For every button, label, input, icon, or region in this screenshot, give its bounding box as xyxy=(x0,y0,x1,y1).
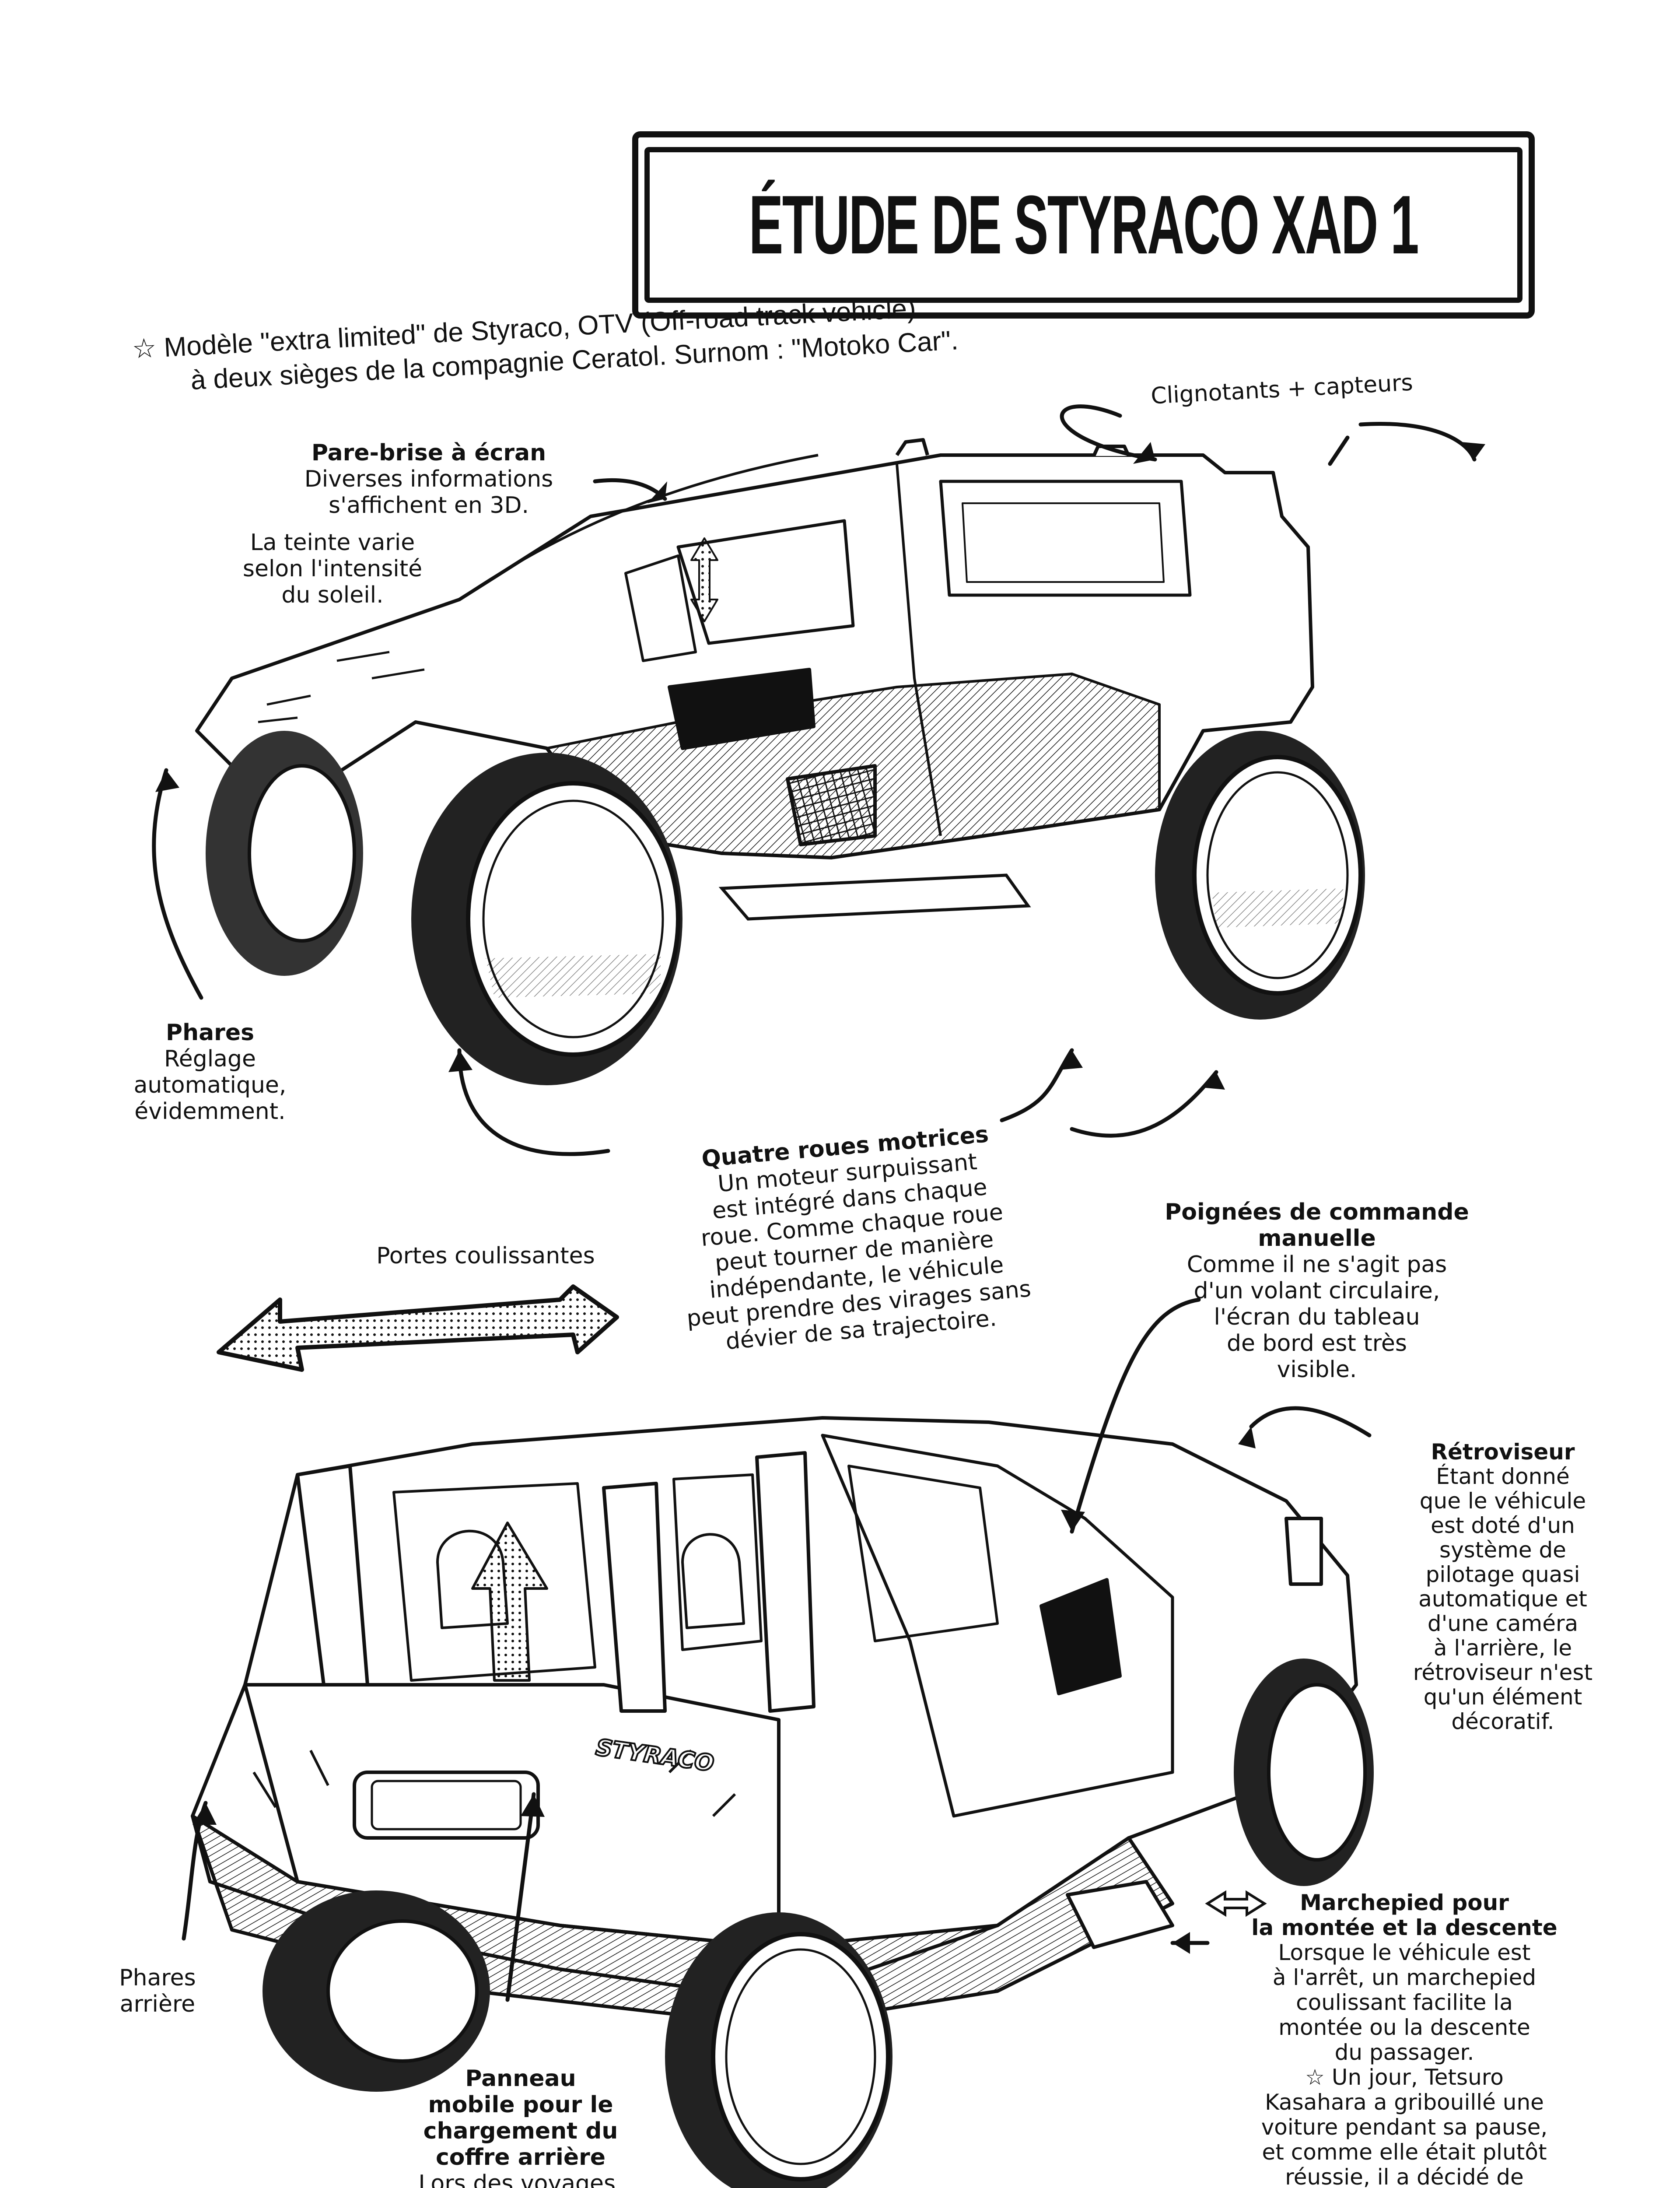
marchepied-line: du passager. xyxy=(1334,2040,1474,2065)
arrow-panneau xyxy=(505,1792,536,2002)
anecdote-line: et comme elle était plutôt xyxy=(1262,2139,1547,2165)
arrow-poignees xyxy=(1070,1297,1201,1534)
step-double-arrow-icon xyxy=(1205,1890,1267,1917)
arrow-clignotant-2 xyxy=(1358,421,1477,462)
arrow-roues-1 xyxy=(457,1048,610,1156)
anecdote-line: Un jour, Tetsuro xyxy=(1331,2065,1504,2090)
poignees-line: Comme il ne s'agit pas xyxy=(1186,1252,1447,1278)
anecdote-first-line: ☆ Un jour, Tetsuro xyxy=(1208,2065,1601,2090)
arrow-retroviseur xyxy=(1249,1406,1372,1438)
phares-line: Réglage xyxy=(164,1046,256,1072)
retroviseur-line: Étant donné xyxy=(1436,1464,1570,1489)
arrow-roues-2 xyxy=(1000,1048,1074,1122)
title-inner-frame: ÉTUDE DE STYRACO XAD 1 xyxy=(644,147,1522,303)
marchepied-line: coulissant facilite la xyxy=(1296,1990,1513,2015)
anecdote-line: réussie, il a décidé de xyxy=(1285,2164,1524,2188)
rear-left-wheel xyxy=(262,1890,490,2092)
rear-right-wheel xyxy=(665,1912,892,2188)
annotation-phares: Phares Réglage automatique, évidemment. xyxy=(105,1020,315,1125)
retroviseur-line: que le véhicule xyxy=(1419,1488,1586,1514)
retroviseur-heading: Rétroviseur xyxy=(1431,1439,1575,1465)
retroviseur-line: système de xyxy=(1439,1537,1566,1563)
pare-brise-line: Diverses informations xyxy=(304,466,553,492)
panneau-line: Lors des voyages, xyxy=(418,2170,623,2188)
top-annotation-arrows xyxy=(152,404,1485,1156)
phares-line: évidemment. xyxy=(134,1098,286,1125)
star-icon: ☆ xyxy=(1305,2065,1325,2090)
page-title: ÉTUDE DE STYRACO XAD 1 xyxy=(749,179,1419,271)
panneau-heading-line: chargement du xyxy=(423,2118,618,2144)
title-frame: ÉTUDE DE STYRACO XAD 1 xyxy=(632,131,1535,319)
annotation-marchepied: Marchepied pour la montée et la descente… xyxy=(1208,1890,1601,2188)
poignees-line: d'un volant circulaire, xyxy=(1194,1278,1440,1304)
front-left-wheel xyxy=(411,753,682,1085)
arrow-clignotant-1 xyxy=(1060,404,1157,462)
poignees-line: de bord est très xyxy=(1226,1330,1407,1357)
retroviseur-line: pilotage quasi xyxy=(1425,1562,1580,1587)
retroviseur-line: qu'un élément xyxy=(1423,1684,1582,1710)
panneau-heading-line: mobile pour le xyxy=(428,2092,613,2118)
phares-arriere-line: arrière xyxy=(119,1991,196,2017)
bottom-annotation-arrows xyxy=(182,1297,1372,2002)
marchepied-line: montée ou la descente xyxy=(1278,2015,1530,2040)
pare-brise-heading: Pare-brise à écran xyxy=(311,440,546,466)
annotation-phares-arriere: Phares arrière xyxy=(88,1965,228,2017)
marchepied-heading-line: la montée et la descente xyxy=(1251,1915,1558,1940)
car-side-front-drawing xyxy=(195,438,1365,1085)
retroviseur-line: à l'arrière, le xyxy=(1433,1635,1572,1661)
rear-wheel xyxy=(1155,731,1365,1020)
front-right-wheel xyxy=(1234,1659,1374,1886)
retroviseur-line: d'une caméra xyxy=(1427,1611,1578,1636)
marchepied-line: Lorsque le véhicule est xyxy=(1278,1940,1531,1965)
pare-brise-line: s'affichent en 3D. xyxy=(328,492,529,519)
arrow-phares xyxy=(152,768,203,1000)
annotation-poignees: Poignées de commande manuelle Comme il n… xyxy=(1164,1199,1470,1383)
anecdote-line: voiture pendant sa pause, xyxy=(1261,2114,1548,2140)
retroviseur-line: décoratif. xyxy=(1451,1709,1554,1734)
annotation-teinte: La teinte varie selon l'intensité du sol… xyxy=(223,529,442,608)
portes-label: Portes coulissantes xyxy=(376,1243,595,1269)
retroviseur-line: est doté d'un xyxy=(1431,1513,1575,1538)
car-rear-drawing: STYRACO xyxy=(191,1416,1374,2188)
annotation-retroviseur: Rétroviseur Étant donné que le véhicule … xyxy=(1378,1440,1628,1734)
annotation-portes: Portes coulissantes xyxy=(350,1243,621,1269)
teinte-line: du soleil. xyxy=(281,582,384,608)
teinte-line: selon l'intensité xyxy=(242,556,423,582)
poignees-line: l'écran du tableau xyxy=(1214,1304,1420,1330)
anecdote-line: Kasahara a gribouillé une xyxy=(1265,2090,1544,2115)
teinte-line: La teinte varie xyxy=(250,529,415,556)
panneau-heading-line: Panneau xyxy=(465,2065,576,2092)
phares-heading: Phares xyxy=(165,1020,255,1046)
arrow-clignotant-3 xyxy=(1328,435,1350,466)
panneau-heading-line: coffre arrière xyxy=(435,2144,606,2170)
annotation-pare-brise: Pare-brise à écran Diverses informations… xyxy=(280,440,578,519)
double-arrow-icon xyxy=(217,1284,619,1372)
poignees-line: visible. xyxy=(1277,1357,1357,1383)
poignees-heading: Poignées de commande manuelle xyxy=(1165,1199,1469,1252)
annotation-panneau: Panneau mobile pour le chargement du cof… xyxy=(385,2065,656,2188)
retroviseur-line: rétroviseur n'est xyxy=(1413,1660,1593,1685)
front-right-wheel-partial xyxy=(206,731,363,976)
marchepied-heading-line: Marchepied pour xyxy=(1300,1890,1509,1915)
marchepied-line: à l'arrêt, un marchepied xyxy=(1272,1965,1536,1990)
phares-line: automatique, xyxy=(133,1072,287,1098)
arrow-roues-3 xyxy=(1070,1070,1218,1138)
phares-arriere-line: Phares xyxy=(119,1965,196,1991)
retroviseur-line: automatique et xyxy=(1418,1586,1587,1612)
